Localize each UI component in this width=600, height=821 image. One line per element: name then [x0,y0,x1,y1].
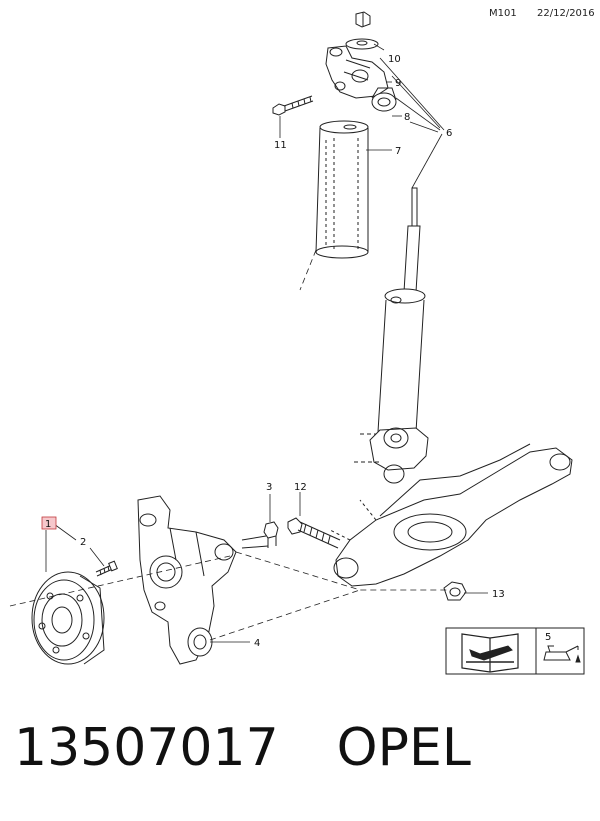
bolt-12 [287,517,341,549]
bolt-11 [272,95,314,116]
footer: 13507017 OPEL [14,718,594,808]
callout-8: 8 [404,112,410,123]
diagram-date: 22/12/2016 [537,8,595,19]
callout-1: 1 [45,519,51,530]
dust-boot [315,120,369,259]
brand-name: OPEL [336,718,471,778]
wheel-stud [95,560,118,577]
callout-10: 10 [388,54,401,65]
exploded-suspension-diagram: 1 2 3 4 5 6 7 8 9 10 11 12 13 [9,11,585,675]
strut-mount [371,87,397,112]
service-manual-icon [461,633,519,673]
lower-control-arm [329,443,573,587]
callout-2: 2 [80,537,86,548]
callout-9: 9 [395,78,401,89]
top-nut [355,11,371,28]
callout-6: 6 [446,128,452,139]
wheel-knuckle [137,495,237,665]
callout-3: 3 [266,482,272,493]
nut-13 [443,581,467,601]
model-code: M101 [489,8,517,19]
bolt-3 [241,521,279,549]
wheel-hub [31,571,105,665]
oil-can-icon [543,645,581,663]
shock-absorber [354,187,429,484]
callout-4: 4 [254,638,260,649]
part-number: 13507017 [14,718,279,778]
callout-12: 12 [294,482,307,493]
callout-11: 11 [274,140,287,151]
top-mount-bracket [325,45,389,99]
symbol-box [445,627,585,675]
callout-13: 13 [492,589,505,600]
callout-5: 5 [545,632,551,643]
washer [345,38,379,50]
callout-7: 7 [395,146,401,157]
